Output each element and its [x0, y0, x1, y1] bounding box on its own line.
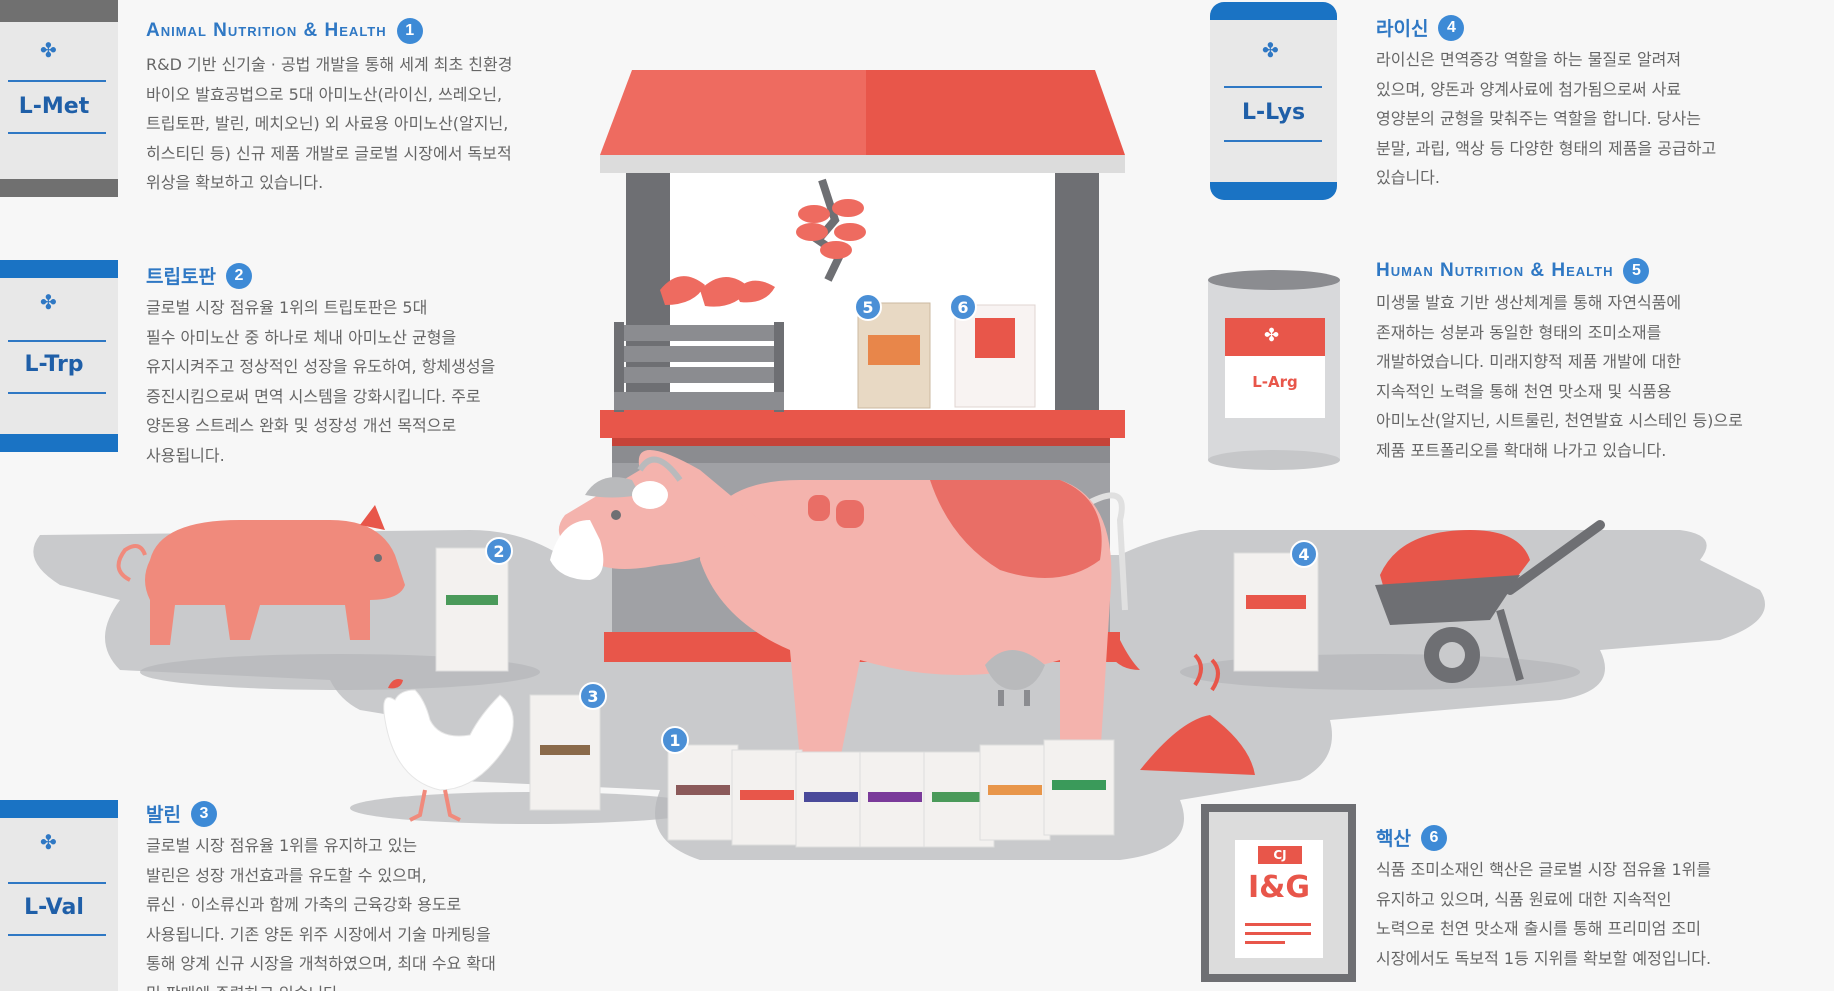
badge-6: 6 [949, 293, 977, 321]
cj-logo-icon: ✤ [40, 830, 57, 854]
bag-l-val: ✤ L-Val [0, 800, 118, 991]
bag-label: L-Val [24, 895, 84, 920]
section-number: 5 [1623, 258, 1650, 284]
stall-products [857, 302, 1036, 409]
section-description: 라이신은 면역증강 역할을 하는 물질로 알려져 있으며, 양돈과 양계사료에 … [1376, 50, 1717, 187]
section-description: 식품 조미소재인 핵산은 글로벌 시장 점유율 1위를 유지하고 있으며, 식품… [1376, 860, 1712, 968]
ground-products [435, 547, 1319, 811]
bag-l-trp: ✤ L-Trp [0, 260, 118, 452]
section-description: 글로벌 시장 점유율 1위의 트립토판은 5대 필수 아미노산 중 하나로 체내… [146, 298, 496, 465]
section-title: Animal Nutrition & Health [146, 20, 387, 41]
cj-logo-icon: ✤ [40, 290, 57, 314]
product-row [667, 739, 1115, 848]
section-nucleotide: 핵산 6 식품 조미소재인 핵산은 글로벌 시장 점유율 1위를 유지하고 있으… [1376, 824, 1711, 973]
pig [116, 505, 405, 645]
can-label: L-Arg [1252, 373, 1298, 391]
section-tryptophan: 트립토판 2 글로벌 시장 점유율 1위의 트립토판은 5대 필수 아미노산 중… [146, 262, 495, 470]
bag-l-met: ✤ L-Met [0, 0, 118, 197]
section-description: 미생물 발효 기반 생산체계를 통해 자연식품에 존재하는 성분과 동일한 형태… [1376, 293, 1743, 460]
bag-label: L-Met [18, 94, 90, 119]
section-valine: 발린 3 글로벌 시장 점유율 1위를 유지하고 있는 발린은 성장 개선효과를… [146, 800, 496, 991]
badge-5: 5 [854, 293, 882, 321]
badge-4: 4 [1290, 540, 1318, 568]
section-description: 글로벌 시장 점유율 1위를 유지하고 있는 발린은 성장 개선효과를 유도할 … [146, 836, 496, 991]
section-animal-nutrition: Animal Nutrition & Health 1 R&D 기반 신기술 ·… [146, 18, 512, 198]
shrimp-crate [614, 276, 784, 412]
section-title: 핵산 [1376, 829, 1411, 850]
chicken [383, 679, 514, 822]
section-human-nutrition: Human Nutrition & Health 5 미생물 발효 기반 생산체… [1376, 258, 1743, 465]
ig-box-label: I&G [1248, 870, 1310, 905]
section-number: 1 [396, 18, 423, 44]
section-number: 3 [190, 800, 217, 827]
section-lysine: 라이신 4 라이신은 면역증강 역할을 하는 물질로 알려져 있으며, 양돈과 … [1376, 14, 1716, 193]
cj-logo-icon: ✤ [1262, 38, 1279, 62]
cj-logo-icon: ✤ [1264, 325, 1280, 346]
cow [550, 450, 1140, 760]
badge-3: 3 [579, 682, 607, 710]
section-title: 발린 [146, 805, 181, 826]
dirt-pile [1140, 653, 1255, 775]
ig-brand-tag: CJ [1258, 846, 1302, 864]
cj-logo-icon: ✤ [40, 38, 57, 62]
wheelbarrow [1375, 520, 1605, 683]
bag-label: L-Lys [1241, 100, 1306, 125]
section-description: R&D 기반 신기술 · 공법 개발을 통해 세계 최초 친환경 바이오 발효공… [146, 55, 513, 192]
section-number: 4 [1438, 14, 1465, 41]
section-title: Human Nutrition & Health [1376, 260, 1614, 281]
badge-2: 2 [485, 537, 513, 565]
section-title: 라이신 [1376, 19, 1429, 40]
section-title: 트립토판 [146, 267, 216, 288]
arg-can [1208, 270, 1340, 470]
bag-label: L-Trp [24, 352, 84, 377]
section-number: 2 [225, 262, 252, 289]
section-number: 6 [1420, 824, 1447, 851]
badge-1: 1 [661, 726, 689, 754]
bag-l-lys: ✤ L-Lys [1210, 2, 1337, 200]
